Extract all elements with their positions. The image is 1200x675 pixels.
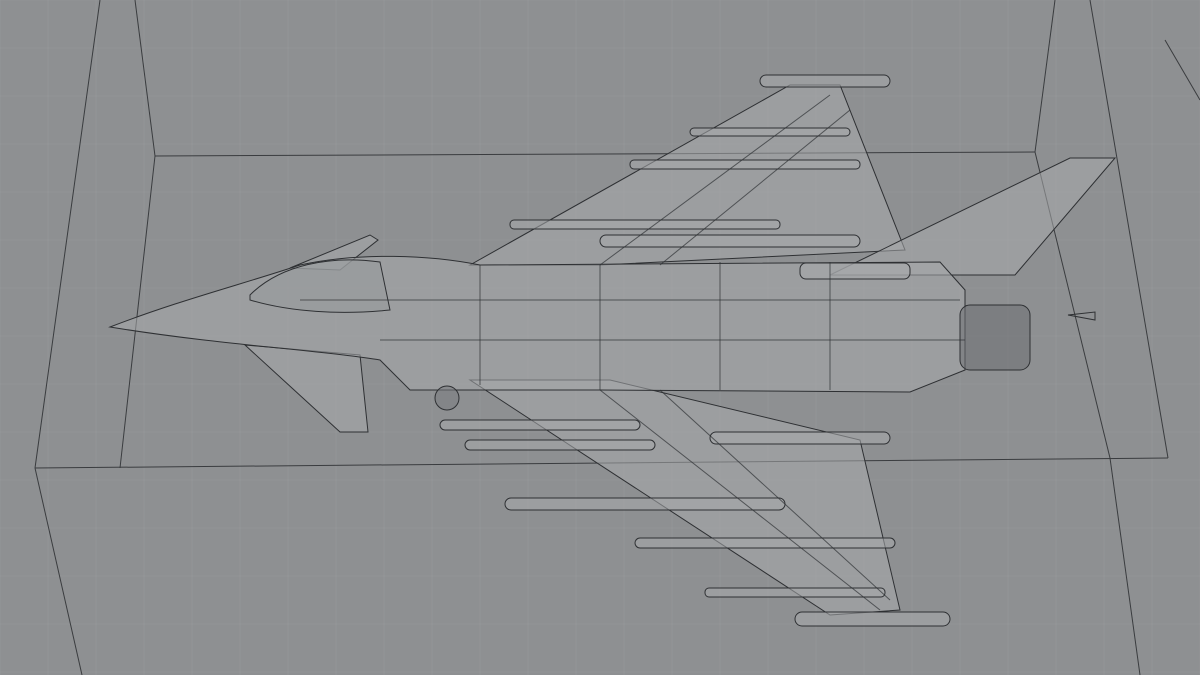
store: [439, 419, 641, 431]
wingtip-pod-bottom: [794, 611, 951, 627]
store: [599, 234, 861, 248]
aircraft-wireframe: [108, 74, 1117, 627]
wingtip-pod-top: [759, 74, 891, 88]
store: [709, 431, 891, 445]
engine-nozzle: [959, 304, 1031, 371]
store: [464, 439, 656, 451]
landing-wheel: [434, 385, 460, 411]
store: [799, 262, 911, 280]
canard-bottom: [243, 344, 369, 433]
store: [629, 159, 861, 170]
store: [689, 127, 851, 137]
small-marker: [1067, 311, 1096, 321]
store: [634, 537, 896, 549]
store: [509, 219, 781, 230]
store: [704, 587, 886, 598]
vertical-fin: [829, 157, 1117, 276]
store: [504, 497, 786, 511]
canopy: [249, 259, 391, 313]
